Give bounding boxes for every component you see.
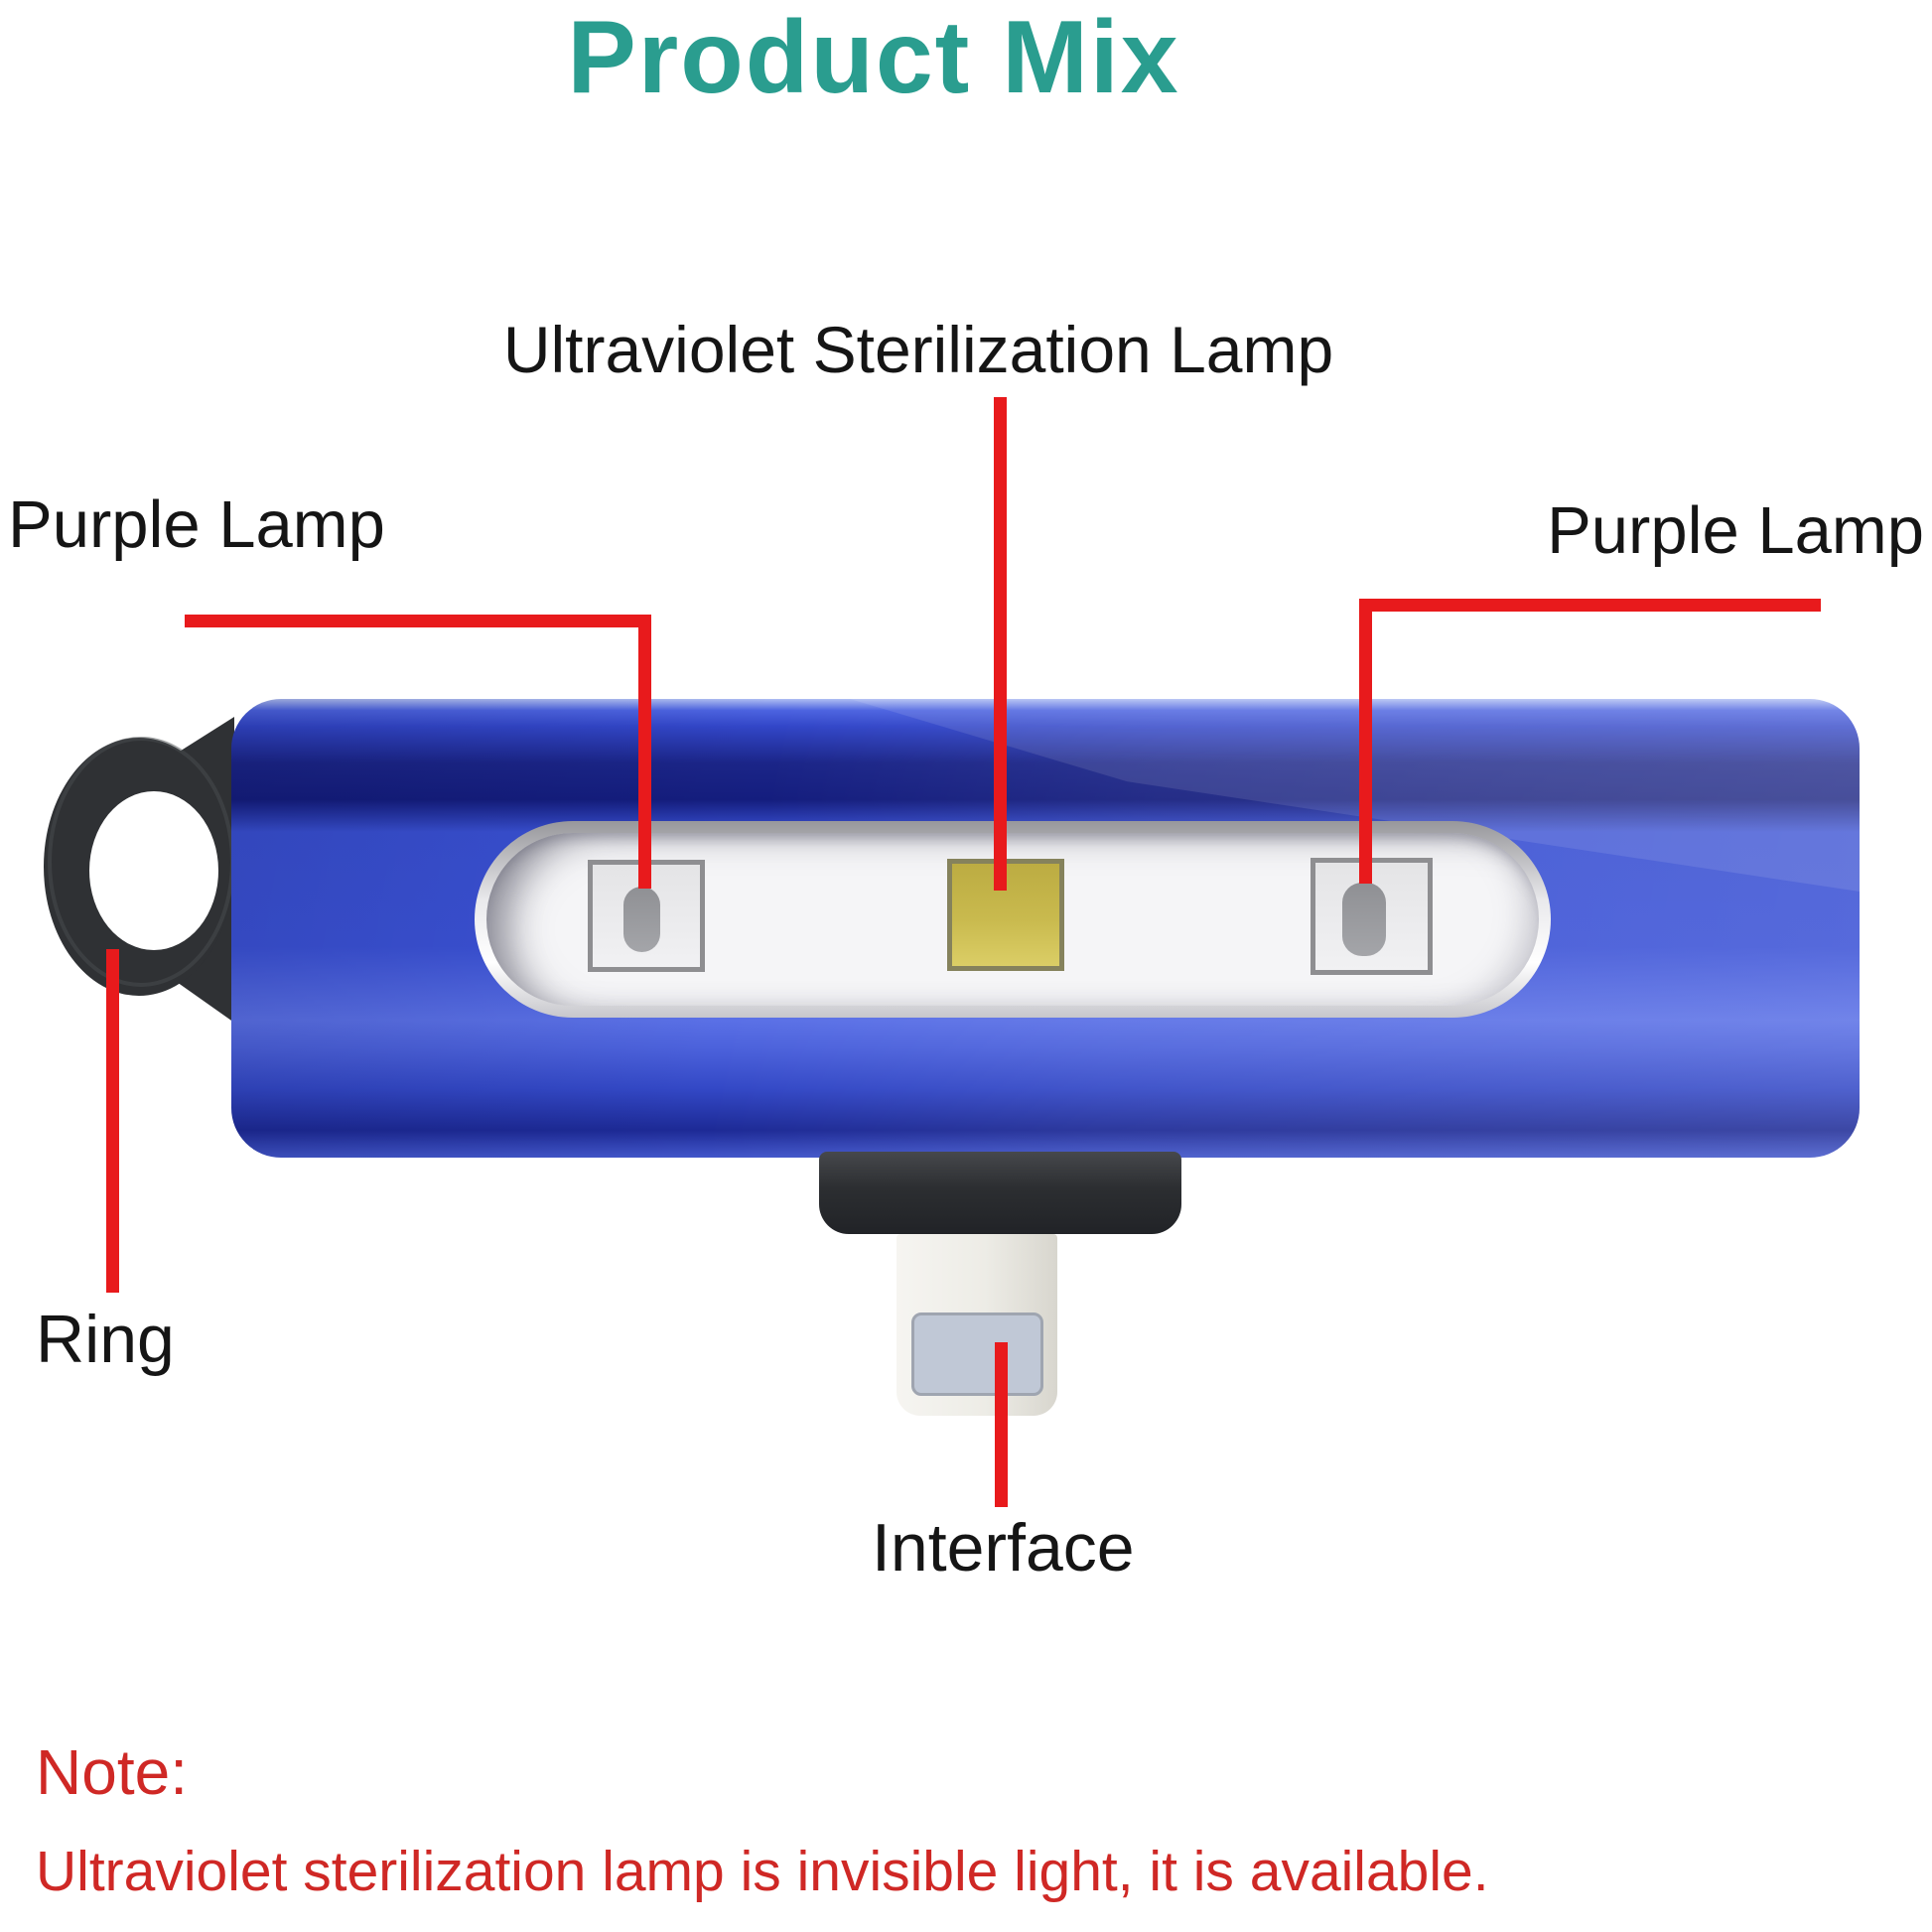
lightning-connector [897,1234,1057,1416]
note-heading: Note: [36,1736,188,1808]
uv-sterilization-lamp [947,859,1064,971]
device-body [231,699,1860,1158]
purple-lamp-right-label: Purple Lamp [1547,493,1924,568]
page-title: Product Mix [567,0,1180,115]
lamp-window [486,833,1539,1006]
interface-label: Interface [872,1510,1135,1586]
purple-lamp-left-callout-line-horizontal [185,615,651,627]
connector-contact-pad [911,1312,1043,1396]
ring-callout-line [106,949,119,1293]
purple-lamp-right-callout-line-horizontal [1359,599,1821,612]
purple-lamp-left [588,860,705,972]
purple-lamp-left-led [623,887,660,952]
purple-lamp-right [1311,858,1433,975]
note-body: Ultraviolet sterilization lamp is invisi… [36,1840,1489,1903]
purple-lamp-left-callout-line-vertical [638,615,651,889]
uv-lamp-callout-line [994,397,1007,891]
keyring-icon [44,717,234,1023]
purple-lamp-right-callout-line-vertical [1359,599,1372,884]
purple-lamp-left-label: Purple Lamp [8,487,385,562]
interface-callout-line [995,1342,1008,1507]
lamp-window-rim [475,821,1551,1018]
ring-label: Ring [36,1302,175,1377]
connector-base [819,1152,1181,1234]
purple-lamp-right-led [1342,883,1386,956]
uv-lamp-label: Ultraviolet Sterilization Lamp [502,313,1334,386]
